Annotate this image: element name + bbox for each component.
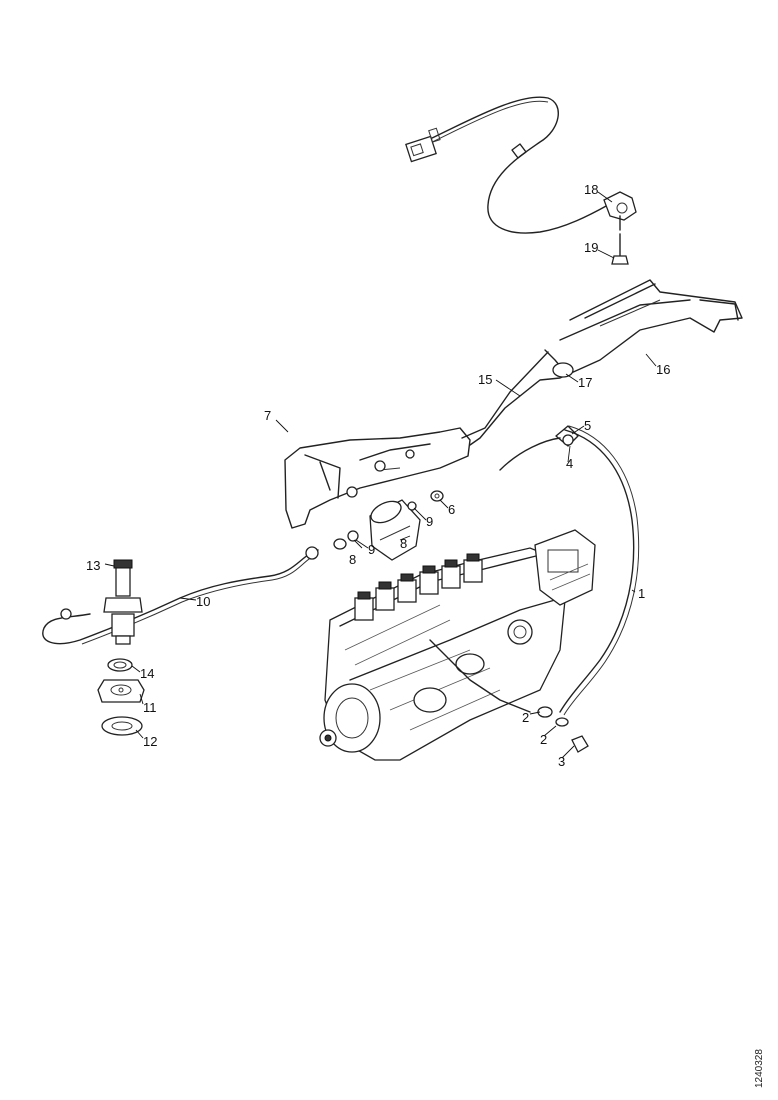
callout-14: 14 bbox=[140, 666, 154, 681]
callout-11: 11 bbox=[143, 700, 157, 715]
sensor-wiring-harness bbox=[405, 96, 637, 265]
callout-4: 4 bbox=[566, 456, 573, 471]
callout-8-upper: 8 bbox=[400, 536, 407, 551]
callout-8-lower: 8 bbox=[349, 552, 356, 567]
speed-sensor bbox=[603, 191, 637, 231]
mounting-bracket-15 bbox=[461, 279, 743, 446]
sensor-bolt bbox=[611, 233, 629, 265]
callout-17: 17 bbox=[578, 375, 592, 390]
callout-10: 10 bbox=[196, 594, 210, 609]
injector-valve-assembly bbox=[103, 559, 143, 645]
callout-15: 15 bbox=[478, 372, 492, 387]
callout-12: 12 bbox=[143, 734, 157, 749]
fuel-line-10 bbox=[42, 546, 319, 645]
connector-plug bbox=[405, 127, 441, 163]
callout-3: 3 bbox=[558, 754, 565, 769]
solenoid-actuator bbox=[369, 499, 421, 561]
leader-lines bbox=[104, 191, 657, 759]
callout-9-upper: 9 bbox=[426, 514, 433, 529]
callout-1: 1 bbox=[638, 586, 645, 601]
callout-19: 19 bbox=[584, 240, 598, 255]
callout-7: 7 bbox=[264, 408, 271, 423]
callout-9-lower: 9 bbox=[368, 542, 375, 557]
callout-6: 6 bbox=[448, 502, 455, 517]
pump-delivery-valves bbox=[354, 553, 483, 621]
callout-16: 16 bbox=[656, 362, 670, 377]
pump-drive-hub bbox=[319, 683, 381, 753]
nut-washer-set bbox=[333, 490, 444, 550]
fuel-line-1 bbox=[499, 425, 640, 716]
callout-13: 13 bbox=[86, 558, 100, 573]
banjo-bolt-set bbox=[537, 706, 589, 753]
pump-governor-housing bbox=[534, 529, 596, 606]
gasket-12 bbox=[101, 716, 143, 736]
flange-11 bbox=[97, 679, 145, 703]
seal-ring-14 bbox=[107, 658, 133, 672]
mounting-plate bbox=[284, 427, 471, 529]
callout-2-upper: 2 bbox=[522, 710, 529, 725]
injection-pump bbox=[319, 529, 596, 761]
callout-labels: 18 19 16 17 15 7 5 4 6 9 8 9 8 10 13 14 … bbox=[86, 182, 670, 769]
callout-5: 5 bbox=[584, 418, 591, 433]
callout-18: 18 bbox=[584, 182, 598, 197]
document-id: 1240328 bbox=[754, 1049, 765, 1088]
callout-2-lower: 2 bbox=[540, 732, 547, 747]
